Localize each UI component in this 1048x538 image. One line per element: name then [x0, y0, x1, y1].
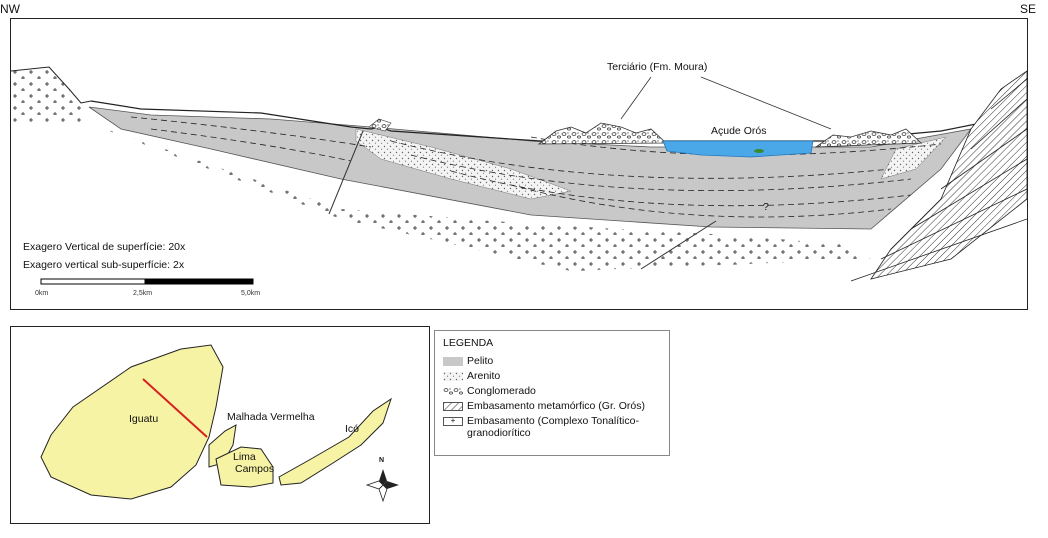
scale-tick-0: 0km [35, 290, 49, 297]
legend-label-pelito: Pelito [467, 355, 494, 367]
legend-item-basement: + Embasamento (Complexo Tonalítico- gran… [443, 415, 639, 439]
label-malhada-vermelha: Malhada Vermelha [227, 411, 315, 423]
legend-title: LEGENDA [443, 337, 494, 349]
legend-item-arenito: Arenito [443, 370, 500, 382]
arenito-swatch [443, 372, 463, 381]
conglomerado-hills-left [537, 122, 668, 145]
legend-label-basement: Embasamento (Complexo Tonalítico- granod… [467, 415, 639, 439]
label-campos: Campos [235, 463, 275, 475]
scale-bar-black [144, 278, 254, 285]
location-map-panel: Iguatu Malhada Vermelha Lima Campos Icó … [10, 326, 430, 524]
scale-tick-2-5: 2,5km [133, 290, 153, 297]
fault-center [640, 220, 717, 270]
scale-bar-white [40, 278, 146, 285]
basin-lima-campos [215, 446, 274, 488]
exaggeration-surface: Exagero Vertical de superfície: 20x [23, 241, 186, 253]
basement-floor [91, 124, 871, 271]
cross-section-drawing [11, 66, 1027, 285]
leader-line-2 [700, 76, 832, 130]
lake-label: Açude Orós [711, 125, 767, 137]
label-ico: Icó [345, 423, 360, 435]
basement-left [11, 67, 85, 123]
question-mark: ? [763, 201, 769, 213]
fault-left [328, 130, 364, 215]
north-label: N [379, 457, 385, 464]
legend-label-basement-line1: Embasamento (Complexo Tonalítico- [467, 415, 639, 427]
legend-label-basement-line2: granodiorítico [467, 427, 531, 439]
basin-ico [278, 397, 392, 486]
conglomerado-swatch [443, 387, 463, 396]
legend-label-arenito: Arenito [467, 370, 501, 382]
plus-swatch: + [443, 417, 463, 426]
leader-line-1 [620, 76, 652, 120]
tertiary-label: Terciário (Fm. Moura) [607, 61, 708, 73]
location-map-drawing [40, 344, 399, 503]
legend-label-metamorphic: Embasamento metamórfico (Gr. Orós) [467, 400, 645, 412]
label-iguatu: Iguatu [129, 413, 159, 425]
north-arrow-icon [365, 469, 399, 503]
legend-label-conglomerado: Conglomerado [467, 385, 536, 397]
legend-item-metamorphic: Embasamento metamórfico (Gr. Orós) [443, 400, 645, 412]
nw-label: NW [0, 2, 20, 16]
se-label: SE [1020, 2, 1037, 16]
lake-oros [662, 140, 814, 158]
scale-tick-5: 5,0km [241, 290, 261, 297]
legend-item-conglomerado: Conglomerado [443, 385, 536, 397]
basin-malhada-vermelha [208, 424, 237, 468]
hatch-swatch [443, 402, 463, 411]
pelito-swatch [443, 357, 463, 366]
pelito-layer [88, 106, 972, 230]
exaggeration-subsurface: Exagero vertical sub-superfície: 2x [23, 259, 185, 271]
metamorphic-basement-right [870, 70, 1027, 280]
arenito-lens [355, 128, 572, 200]
cross-section-panel: Terciário (Fm. Moura) Açude Orós ? Exage… [10, 18, 1028, 310]
label-lima: Lima [233, 451, 256, 463]
conglomerado-hills-right [814, 128, 922, 148]
profile-line [142, 378, 208, 438]
legend-item-pelito: Pelito [443, 355, 493, 367]
basin-iguatu [40, 344, 224, 500]
arenito-lens-right [880, 136, 947, 180]
legend-panel: LEGENDA Pelito Arenito Conglomerado Emba… [434, 330, 670, 456]
